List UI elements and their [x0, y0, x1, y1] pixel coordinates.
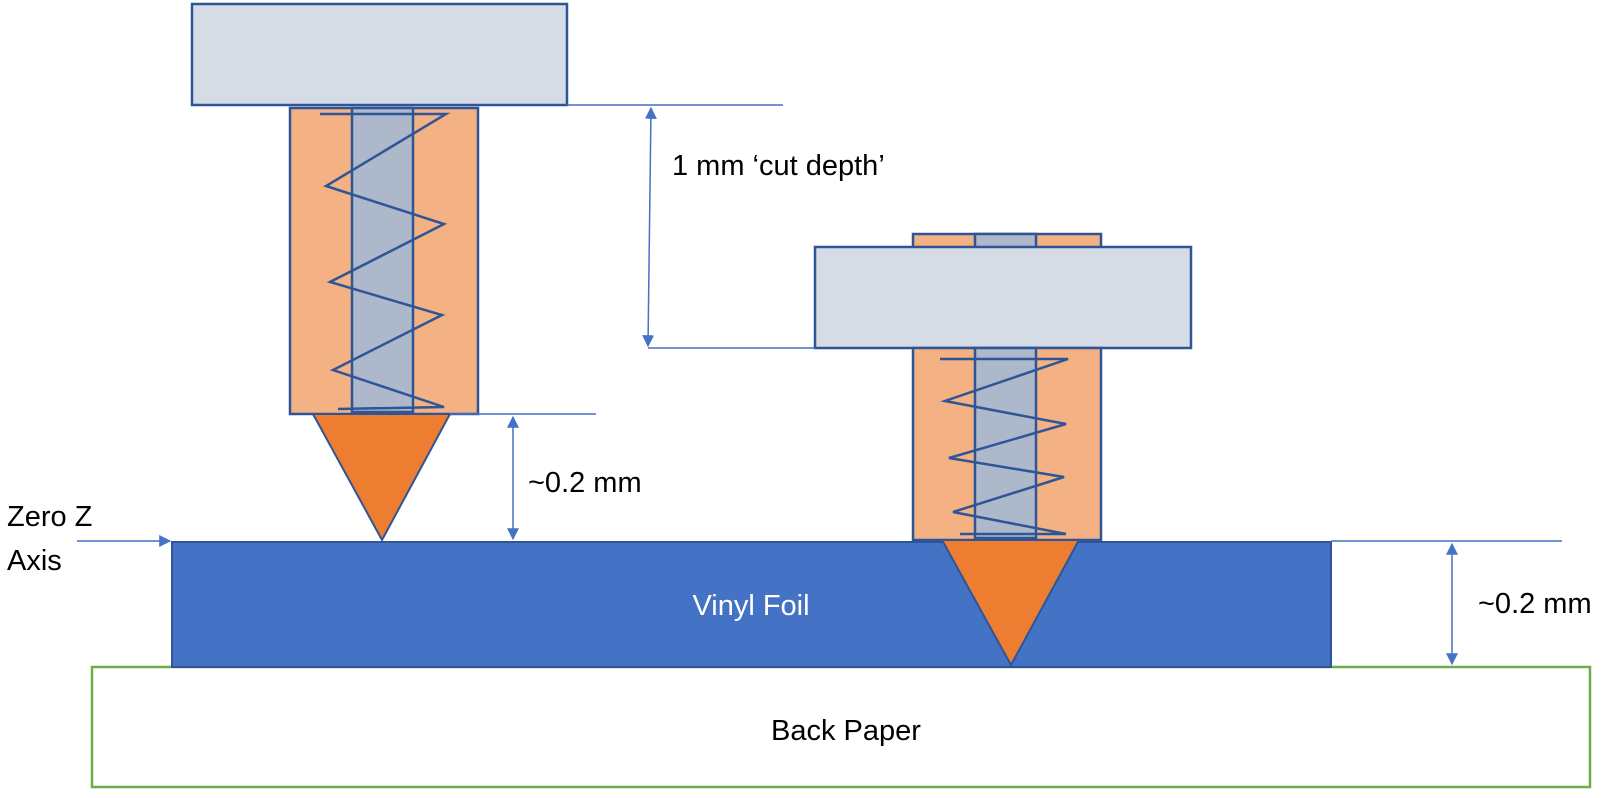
left-cutting-tool: [190, 2, 569, 543]
left-blade-tip: [311, 413, 452, 543]
right-blade-shaft: [973, 346, 1038, 540]
back-paper-label: Back Paper: [771, 715, 921, 747]
gap-label: ~0.2 mm: [528, 467, 642, 499]
vinyl-foil-label: Vinyl Foil: [692, 590, 809, 622]
cut-depth-dimension-arrow: [642, 106, 657, 348]
vinyl-foil-layer: [171, 541, 1332, 668]
zero-z-label-line1: Zero Z: [7, 501, 92, 533]
right-cutting-tool: [813, 232, 1193, 668]
left-spring: [320, 112, 451, 411]
left-blade-shaft: [350, 106, 415, 414]
foil-thickness-label: ~0.2 mm: [1478, 588, 1592, 620]
left-tool-holder: [190, 2, 569, 107]
back-paper-layer: [90, 665, 1592, 789]
cut-depth-label: 1 mm ‘cut depth’: [672, 150, 885, 182]
right-spring: [940, 357, 1069, 536]
right-blade-tip: [940, 539, 1081, 668]
right-tool-holder: [813, 245, 1193, 350]
zero-z-label-line2: Axis: [7, 545, 62, 577]
